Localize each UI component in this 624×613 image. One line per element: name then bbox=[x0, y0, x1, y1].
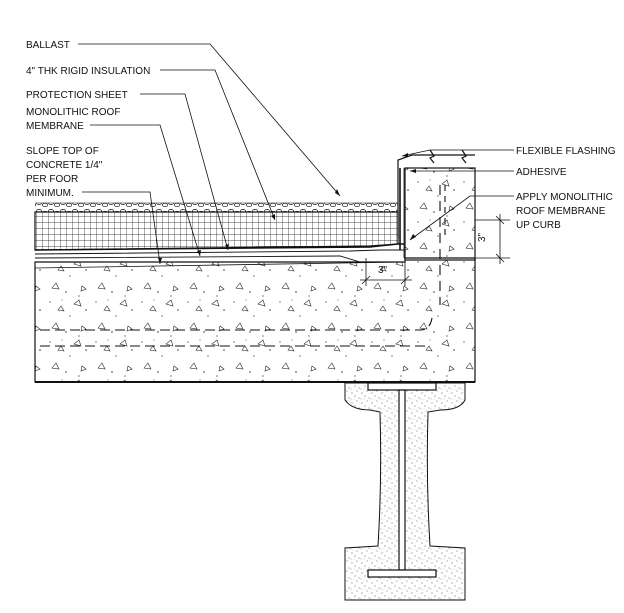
concrete-slab bbox=[34, 257, 476, 383]
label-slope-4: MINIMUM. bbox=[26, 188, 74, 199]
slab-reinforcement bbox=[40, 185, 446, 347]
dimension-curb-height bbox=[405, 214, 510, 264]
label-membrane-1: MONOLITHIC ROOF bbox=[26, 107, 120, 118]
label-slope-3: PER FOOR bbox=[26, 174, 78, 185]
label-adhesive: ADHESIVE bbox=[516, 167, 567, 178]
flexible-flashing bbox=[397, 149, 475, 238]
dimension-curb-offset-text: 3" bbox=[378, 265, 388, 276]
label-membrane-2: MEMBRANE bbox=[26, 121, 84, 132]
label-apply-3: UP CURB bbox=[516, 220, 561, 231]
dimension-curb-height-text: 3" bbox=[477, 232, 488, 242]
label-protection-sheet: PROTECTION SHEET bbox=[26, 90, 128, 101]
label-slope-1: SLOPE TOP OF bbox=[26, 146, 99, 157]
membrane-layers bbox=[34, 168, 405, 263]
label-flexible-flashing: FLEXIBLE FLASHING bbox=[516, 146, 616, 157]
label-slope-2: CONCRETE 1/4" bbox=[26, 160, 103, 171]
label-ballast: BALLAST bbox=[26, 40, 70, 51]
leader-arrowheads bbox=[158, 153, 416, 264]
concrete-curb bbox=[404, 167, 476, 261]
dimension-curb-offset bbox=[360, 258, 412, 286]
label-apply-1: APPLY MONOLITHIC bbox=[516, 192, 613, 203]
rigid-insulation bbox=[34, 211, 399, 251]
label-apply-2: ROOF MEMBRANE bbox=[516, 206, 606, 217]
label-rigid-insulation: 4" THK RIGID INSULATION bbox=[26, 66, 150, 77]
steel-i-beam bbox=[367, 382, 437, 578]
sloped-concrete-top bbox=[34, 261, 406, 269]
leader-lines bbox=[78, 43, 514, 265]
